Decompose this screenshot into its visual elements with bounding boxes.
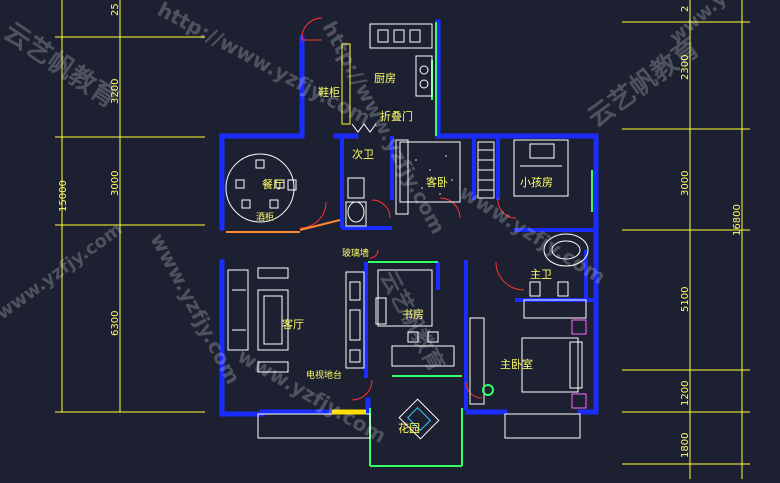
label-master-bedroom: 主卧室 [500, 357, 533, 371]
kitchen-fixtures [341, 23, 433, 125]
dim-left-top-cut: 25 [110, 3, 121, 16]
label-garden: 花园 [398, 422, 420, 435]
study-desk [375, 269, 455, 367]
label-folding-door: 折叠门 [380, 109, 413, 123]
kids-bed [513, 139, 569, 197]
label-second-bath: 次卫 [352, 147, 374, 161]
dim-right-3: 5100 [680, 287, 691, 312]
dim-right-2: 3000 [680, 171, 691, 196]
left-dimension-lines [55, 0, 205, 413]
label-dining: 餐厅 [262, 177, 284, 191]
dim-left-1: 3200 [110, 79, 121, 104]
dining-table [225, 153, 297, 223]
dim-right-total: 16800 [732, 204, 743, 236]
label-kids-room: 小孩房 [520, 176, 553, 189]
plant-icon [482, 384, 494, 396]
label-wine-cabinet: 酒柜 [256, 211, 274, 223]
garden-furniture [398, 398, 440, 440]
label-glass-wall: 玻璃墙 [342, 247, 369, 259]
dim-right-1: 2300 [680, 55, 691, 80]
living-sofa [227, 267, 289, 373]
dim-right-top-cut: 2 [680, 6, 691, 12]
watermark-url-6: www.yzfjy.com [0, 219, 127, 324]
dim-left-2: 3000 [110, 171, 121, 196]
doors [299, 17, 525, 401]
label-kitchen: 厨房 [374, 72, 396, 85]
guest-bed [395, 139, 461, 215]
right-dimension-lines [622, 0, 750, 479]
label-study: 书房 [402, 308, 424, 321]
dim-left-total: 15000 [58, 180, 69, 212]
label-living: 客厅 [282, 317, 304, 331]
folding-door-icon [351, 123, 377, 133]
watermark-url-2: www.yzfjy.com [146, 229, 246, 388]
balconies [257, 413, 581, 439]
tv-cabinet [345, 271, 365, 369]
inner-walls [340, 136, 596, 410]
dim-left-3: 6300 [110, 311, 121, 336]
label-guest-bedroom: 客卧 [426, 175, 448, 189]
master-bed [469, 317, 587, 409]
label-shoe-cabinet: 鞋柜 [318, 85, 340, 99]
second-bath-fixtures [345, 177, 367, 227]
label-master-bath: 主卫 [530, 268, 552, 281]
wine-cabinet-wood [226, 219, 341, 233]
master-bathtub [523, 233, 589, 319]
guest-bed-dots [415, 155, 453, 195]
label-tv-wall: 电视地台 [306, 369, 342, 381]
dim-right-4: 1200 [680, 381, 691, 406]
dim-right-5: 1800 [680, 433, 691, 458]
watermark-brand-2: 云艺帆教育 [582, 32, 705, 134]
wardrobe-hatch [477, 141, 495, 199]
